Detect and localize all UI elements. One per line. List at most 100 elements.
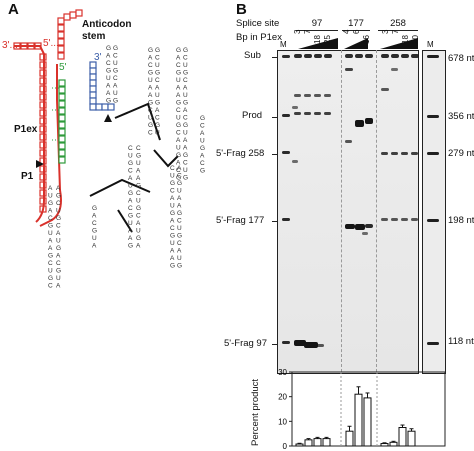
svg-text:G: G <box>176 122 181 129</box>
svg-text:C: C <box>48 215 53 222</box>
gel-band <box>314 54 322 58</box>
gel-band <box>427 55 439 58</box>
y-tick-label: 20 <box>278 393 287 402</box>
svg-text:C: C <box>48 260 53 267</box>
svg-text:C: C <box>176 107 181 114</box>
lane-separator-1 <box>341 50 342 372</box>
p1-label: P1 <box>21 171 34 182</box>
svg-text:C: C <box>128 168 133 175</box>
bp-97-3: 3 <box>293 29 302 34</box>
label-frag-97: 5'-Frag 97 <box>224 338 268 349</box>
gel-band <box>294 94 301 97</box>
svg-text:C: C <box>148 107 153 114</box>
gel-band <box>365 54 373 58</box>
gel-band <box>355 224 365 230</box>
svg-text:G: G <box>155 100 160 107</box>
gel-band <box>381 88 389 91</box>
svg-text:A: A <box>128 228 133 235</box>
gel-band <box>381 218 388 221</box>
bar-177-6 <box>354 393 363 447</box>
gel-band <box>411 218 418 221</box>
svg-text:A: A <box>155 85 160 92</box>
svg-text:A: A <box>183 107 188 114</box>
svg-text:A: A <box>177 203 182 210</box>
gel-band <box>381 54 389 58</box>
svg-text:U: U <box>155 130 160 137</box>
svg-text:A: A <box>136 220 141 227</box>
blue-3prime-label: 3' <box>94 52 102 63</box>
size-118: 118 nt <box>448 336 474 347</box>
gel-band <box>355 120 364 127</box>
svg-text:U: U <box>48 230 53 237</box>
svg-text:U: U <box>177 225 182 232</box>
gel-band <box>324 112 331 115</box>
gel-band <box>292 160 298 163</box>
svg-text:G: G <box>177 233 182 240</box>
size-279: 279 nt <box>448 148 474 159</box>
lane-separator-2 <box>376 50 377 372</box>
svg-text:G: G <box>183 70 188 77</box>
svg-text:A: A <box>148 92 153 99</box>
svg-text:U: U <box>183 62 188 69</box>
svg-text:C: C <box>56 200 61 207</box>
svg-text:U: U <box>177 188 182 195</box>
svg-text:G: G <box>148 70 153 77</box>
svg-text:C: C <box>155 77 160 84</box>
svg-text:G: G <box>48 275 53 282</box>
svg-text:G: G <box>170 210 175 217</box>
svg-text:G: G <box>136 183 141 190</box>
panel-b-letter: B <box>236 1 247 18</box>
svg-text:U: U <box>56 275 61 282</box>
gel-band <box>411 152 418 155</box>
svg-text:A: A <box>170 248 175 255</box>
svg-text:G: G <box>176 70 181 77</box>
svg-text:U: U <box>155 62 160 69</box>
bp-258-20: 20 <box>411 35 420 44</box>
svg-text:C: C <box>177 240 182 247</box>
svg-text:A: A <box>128 175 133 182</box>
bar-97-18 <box>313 438 322 447</box>
svg-text:A: A <box>183 137 188 144</box>
gel-band <box>324 54 332 58</box>
svg-text:G: G <box>136 235 141 242</box>
gel-band <box>345 54 353 58</box>
svg-text:A: A <box>177 165 182 172</box>
gel-band <box>345 68 353 71</box>
red-5prime-label: 5'... <box>43 38 59 49</box>
svg-text:G: G <box>113 68 118 75</box>
bp-97-7: 7 <box>303 29 312 34</box>
svg-text:A: A <box>48 208 53 215</box>
svg-text:U: U <box>136 198 141 205</box>
svg-text:G: G <box>176 152 181 159</box>
svg-text:U: U <box>113 60 118 67</box>
red-3prime-label: 3'... <box>2 40 18 51</box>
svg-text:G: G <box>56 268 61 275</box>
svg-text:G: G <box>136 205 141 212</box>
gel-band <box>391 54 399 58</box>
gel-band <box>282 114 290 117</box>
size-356: 356 nt <box>448 111 474 122</box>
svg-text:A: A <box>56 230 61 237</box>
svg-text:A: A <box>128 235 133 242</box>
svg-text:G: G <box>128 213 133 220</box>
svg-text:A: A <box>106 90 111 97</box>
svg-text:G: G <box>136 153 141 160</box>
svg-text:U: U <box>176 145 181 152</box>
gel-band <box>294 54 302 58</box>
svg-text:C: C <box>177 173 182 180</box>
secondary-structure-diagram: GACGUAAGGCUGCAUGGACGUAAGCUGCGCUGCAUGACGU… <box>13 9 205 290</box>
gel-band <box>282 218 290 221</box>
svg-text:G: G <box>176 47 181 54</box>
bp-97-18: 18 <box>313 35 322 44</box>
bar-177-4 <box>345 430 354 447</box>
top-cleavage-arrow-icon <box>104 114 112 122</box>
svg-text:C: C <box>200 123 205 130</box>
label-prod: Prod <box>242 110 263 121</box>
gel-band <box>391 152 398 155</box>
svg-text:G: G <box>183 47 188 54</box>
svg-text:U: U <box>200 138 205 145</box>
bp-258-3: 3 <box>381 29 390 34</box>
gel-band <box>401 54 409 58</box>
svg-text:U: U <box>128 153 133 160</box>
